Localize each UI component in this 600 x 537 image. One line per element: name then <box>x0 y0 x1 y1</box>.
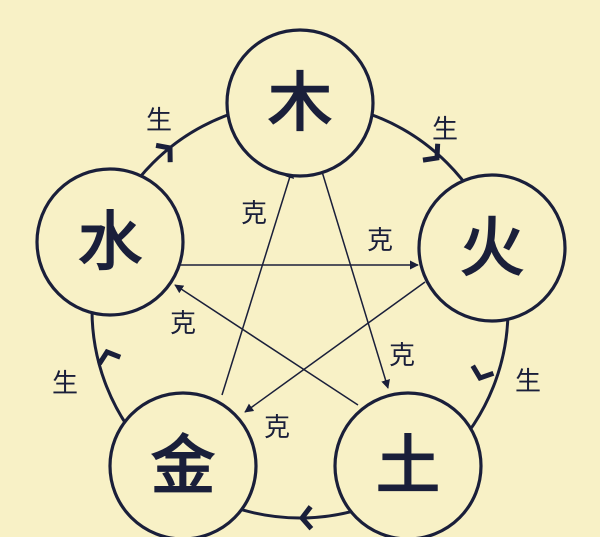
element-water-char: 水 <box>78 206 143 280</box>
generating-label-water-wood: 生 <box>146 106 172 136</box>
element-earth: 土 <box>333 391 483 537</box>
element-wood-char: 木 <box>268 67 332 141</box>
control-arrow-metal-wood <box>221 169 294 396</box>
generating-chevron-water-wood <box>155 142 173 163</box>
element-metal-char: 金 <box>150 430 216 504</box>
control-label-water-fire: 克 <box>367 226 393 256</box>
element-water: 水 <box>35 167 185 317</box>
control-label-wood-earth: 克 <box>389 341 415 371</box>
control-arrow-fire-metal <box>244 281 426 413</box>
generating-label-metal-water: 生 <box>52 369 78 399</box>
control-arrow-earth-water <box>174 284 359 406</box>
element-fire-char: 火 <box>460 212 524 286</box>
element-earth-char: 土 <box>376 430 440 504</box>
generating-chevron-fire-earth <box>470 364 495 382</box>
control-label-earth-water: 克 <box>170 309 196 339</box>
element-wood: 木 <box>225 28 375 178</box>
control-label-metal-wood: 克 <box>241 199 267 229</box>
control-label-fire-metal: 克 <box>264 413 290 443</box>
generating-label-wood-fire: 生 <box>432 115 458 145</box>
generating-label-fire-earth: 生 <box>515 367 541 397</box>
control-arrow-wood-earth <box>319 164 390 389</box>
element-metal: 金 <box>108 391 258 537</box>
generating-chevron-earth-metal <box>298 505 314 531</box>
generating-chevron-metal-water <box>97 348 122 366</box>
element-fire: 火 <box>417 173 567 323</box>
generating-chevron-wood-fire <box>422 143 441 163</box>
